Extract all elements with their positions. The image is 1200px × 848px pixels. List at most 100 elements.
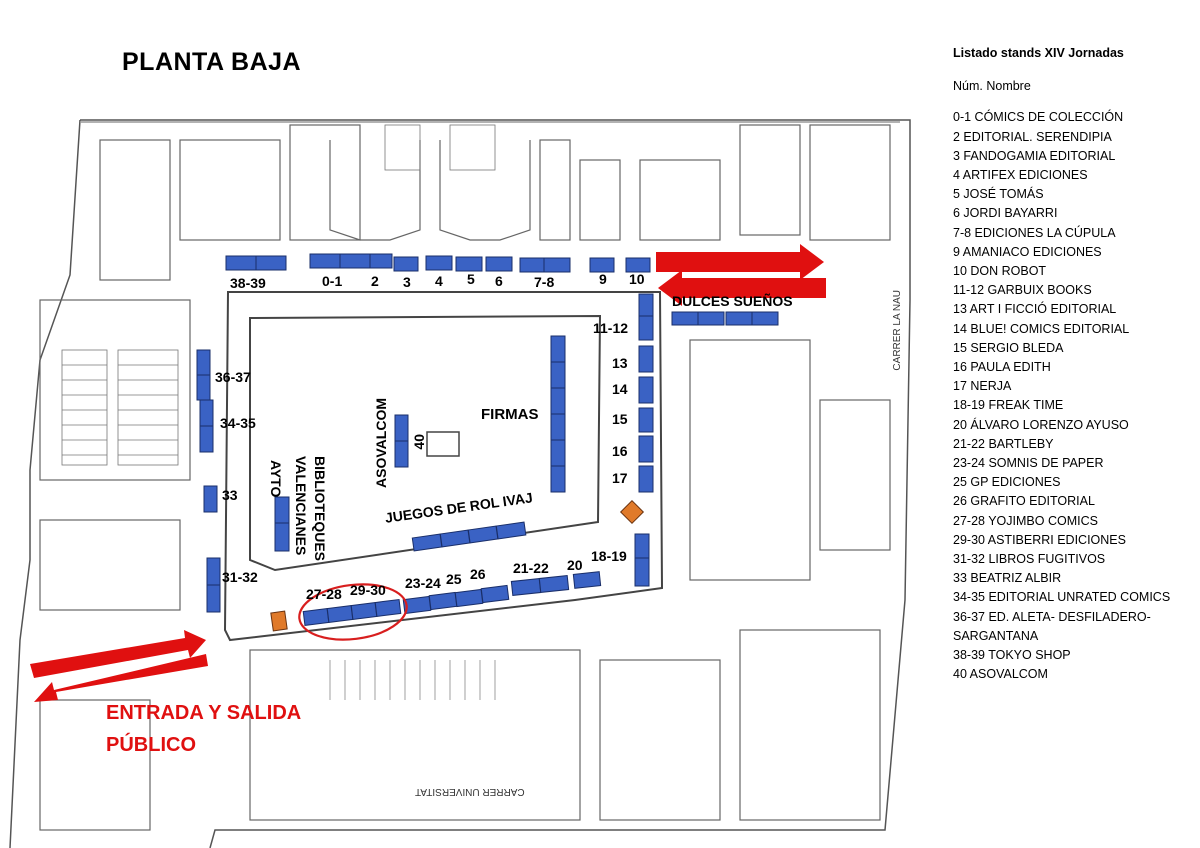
stand-label-23-24: 23-24 bbox=[405, 575, 441, 591]
stand-36 bbox=[196, 349, 211, 376]
listing-item: 15 SERGIO BLEDA bbox=[953, 340, 1064, 355]
listing-item: 26 GRAFITO EDITORIAL bbox=[953, 494, 1095, 509]
listing-item: 13 ART I FICCIÓ EDITORIAL bbox=[953, 302, 1117, 317]
stand-label-7-8: 7-8 bbox=[534, 274, 555, 290]
stand-9 bbox=[589, 257, 615, 273]
stand-8 bbox=[543, 257, 571, 273]
page-title: PLANTA BAJA bbox=[122, 48, 302, 76]
stand-label-36-37: 36-37 bbox=[215, 369, 251, 385]
listing-item: SARGANTANA bbox=[953, 628, 1039, 643]
stand-label-33: 33 bbox=[222, 487, 238, 503]
listing-item: 7-8 EDICIONES LA CÚPULA bbox=[953, 225, 1116, 240]
stand-label-17: 17 bbox=[612, 470, 628, 486]
area-firmas: FIRMAS bbox=[481, 406, 539, 423]
stand-0 bbox=[309, 253, 341, 269]
dulces-table bbox=[697, 311, 725, 326]
stand-11 bbox=[638, 293, 654, 317]
stand-20 bbox=[572, 571, 602, 589]
firmas-table bbox=[550, 413, 566, 441]
stand-18 bbox=[634, 533, 650, 559]
listing-item: 2 EDITORIAL. SERENDIPIA bbox=[953, 129, 1112, 144]
stand-25 bbox=[454, 588, 484, 608]
area-dulces-suenos: DULCES SUEÑOS bbox=[672, 293, 793, 309]
stand-16 bbox=[638, 435, 654, 463]
stand-5 bbox=[455, 256, 483, 272]
ayto-table bbox=[274, 522, 290, 552]
listing-heading: Listado stands XIV Jornadas bbox=[953, 46, 1124, 60]
stand-35 bbox=[199, 425, 214, 453]
listing-item: 25 GP EDICIONES bbox=[953, 475, 1061, 490]
juegos-table bbox=[467, 525, 499, 544]
stand-label-26: 26 bbox=[470, 566, 486, 582]
stand-14 bbox=[638, 376, 654, 404]
stand-37 bbox=[196, 374, 211, 401]
stand-label-15: 15 bbox=[612, 411, 628, 427]
firmas-table bbox=[550, 387, 566, 415]
stand-1 bbox=[339, 253, 371, 269]
listing-item: 5 JOSÉ TOMÁS bbox=[953, 187, 1044, 202]
firmas-table bbox=[550, 361, 566, 389]
stand-17 bbox=[638, 465, 654, 493]
stand-39 bbox=[255, 255, 287, 271]
stand-24 bbox=[428, 591, 458, 611]
arrow-entrance-in bbox=[30, 630, 206, 678]
dulces-table bbox=[671, 311, 699, 326]
listing-columns: Núm. Nombre bbox=[953, 79, 1031, 94]
listing-item: 33 BEATRIZ ALBIR bbox=[953, 571, 1062, 586]
ayto-table bbox=[274, 496, 290, 524]
area-asovalcom: ASOVALCOM bbox=[373, 398, 389, 488]
listing-item: 4 ARTIFEX EDICIONES bbox=[953, 168, 1088, 183]
stand-22 bbox=[538, 575, 570, 593]
orange-marker bbox=[270, 610, 288, 632]
listing-item: 21-22 BARTLEBY bbox=[953, 436, 1054, 451]
listing-item: 0-1 CÓMICS DE COLECCIÓN bbox=[953, 110, 1124, 125]
stand-label-27-28: 27-28 bbox=[306, 586, 342, 602]
stand-21 bbox=[510, 578, 542, 596]
stand-12 bbox=[638, 315, 654, 341]
stand-label-21-22: 21-22 bbox=[513, 560, 549, 576]
stand-label-2: 2 bbox=[371, 273, 379, 289]
stand-38 bbox=[225, 255, 257, 271]
stand-13 bbox=[638, 345, 654, 373]
stand-label-25: 25 bbox=[446, 571, 462, 587]
stand-label-16: 16 bbox=[612, 443, 628, 459]
listing-item: 38-39 TOKYO SHOP bbox=[953, 648, 1071, 663]
entrance-label-line2: PÚBLICO bbox=[106, 734, 196, 756]
stand-label-9: 9 bbox=[599, 271, 607, 287]
stand-label-14: 14 bbox=[612, 381, 628, 397]
stand-label-11-12: 11-12 bbox=[593, 320, 629, 336]
stand-28 bbox=[326, 605, 354, 623]
dulces-table bbox=[751, 311, 779, 326]
stand-label-10: 10 bbox=[629, 271, 645, 287]
stand-3 bbox=[393, 256, 419, 272]
stands bbox=[196, 253, 779, 626]
listing-item: 17 NERJA bbox=[953, 379, 1012, 394]
dulces-table bbox=[725, 311, 753, 326]
stand-2 bbox=[369, 253, 393, 269]
stand-34 bbox=[199, 399, 214, 427]
highlight-ellipse bbox=[298, 583, 408, 641]
stand-27 bbox=[302, 608, 330, 626]
listing-item: 10 DON ROBOT bbox=[953, 264, 1047, 279]
stand-label-5: 5 bbox=[467, 271, 475, 287]
stand-40b bbox=[394, 440, 409, 468]
stand-label-29-30: 29-30 bbox=[350, 582, 386, 598]
stand-32 bbox=[206, 584, 221, 613]
stand-label-4: 4 bbox=[435, 273, 443, 289]
listing-item: 27-28 YOJIMBO COMICS bbox=[953, 513, 1098, 528]
stand-30 bbox=[374, 599, 402, 617]
stand-label-34-35: 34-35 bbox=[220, 415, 256, 431]
stand-6 bbox=[485, 256, 513, 272]
stand-label-13: 13 bbox=[612, 355, 628, 371]
firmas-table bbox=[550, 335, 566, 363]
listing-item: 6 JORDI BAYARRI bbox=[953, 206, 1058, 221]
listing-item: 36-37 ED. ALETA- DESFILADERO- bbox=[953, 609, 1151, 624]
stand-26 bbox=[480, 584, 510, 604]
listing-item: 3 FANDOGAMIA EDITORIAL bbox=[953, 148, 1116, 163]
listing-item: 14 BLUE! COMICS EDITORIAL bbox=[953, 321, 1130, 336]
arrow-left-top bbox=[658, 270, 826, 306]
stand-listing: Listado stands XIV Jornadas Núm. Nombre … bbox=[953, 44, 1170, 685]
stand-label-3: 3 bbox=[403, 274, 411, 290]
listing-item: 29-30 ASTIBERRI EDICIONES bbox=[953, 532, 1126, 547]
